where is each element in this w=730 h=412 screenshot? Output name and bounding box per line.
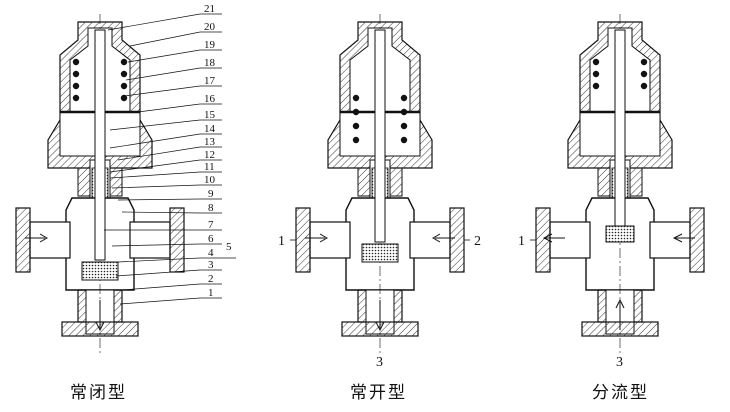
spring-coils [352,94,408,144]
callout-label: 11 [204,161,215,173]
callout-label: 9 [208,188,214,200]
flow-arrow [431,233,455,243]
callout-label: 1 [208,287,214,299]
port-label: 3 [616,355,623,370]
callout-label: 18 [204,57,216,69]
callout-label: 20 [204,21,216,33]
callout-label: 4 [208,247,214,259]
flow-arrow [375,300,385,332]
caption-normally-closed: 常闭型 [70,383,127,403]
callout-label: 14 [204,123,216,135]
port-label: 1 [278,234,285,249]
callout-label: 8 [208,202,214,214]
callout-group: 21 20 19 18 17 16 15 14 13 12 11 10 9 8 … [104,3,236,305]
flow-arrow [615,298,625,330]
flow-arrow [25,233,49,243]
callout-label: 21 [204,3,215,15]
port-label: 2 [474,234,481,249]
callout-label: 10 [204,174,216,186]
callout-label: 15 [204,109,216,121]
flow-arrow [305,233,329,243]
callout-label: 7 [208,219,214,231]
normally-closed-valve [15,13,185,357]
port-label: 3 [376,355,383,370]
callout-label: 16 [204,93,216,105]
callout-label: 17 [204,75,216,87]
caption-normally-open: 常开型 [350,383,407,403]
diverter-valve [530,13,705,357]
normally-open-valve [290,13,470,357]
port-label: 1 [518,234,525,249]
callout-label: 13 [204,136,216,148]
callout-label: 6 [208,233,214,245]
callout-label: 2 [208,273,214,285]
flow-arrow [672,233,695,243]
callout-label: 19 [204,39,216,51]
caption-diverter: 分流型 [592,383,649,403]
spring-coils [592,58,648,90]
spring-coils [72,58,128,102]
flow-arrow [95,300,105,332]
flow-arrow [542,233,565,243]
callout-label: 5 [226,241,232,253]
callout-label: 12 [204,149,215,161]
callout-label: 3 [208,259,214,271]
